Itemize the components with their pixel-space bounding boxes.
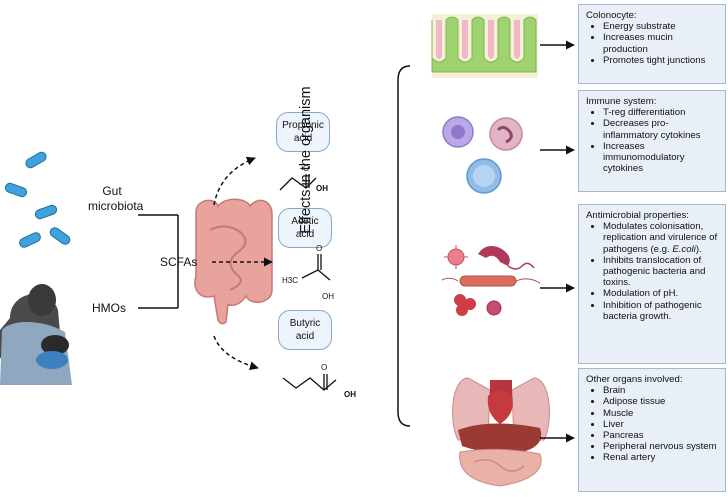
propionic-oh-label: OH — [316, 184, 328, 193]
effects-vertical-label: Effects in the organism — [298, 86, 314, 234]
list-item: Pancreas — [603, 430, 719, 441]
list-item: Increases mucin production — [603, 32, 719, 54]
propionic-structure — [279, 174, 317, 191]
list-item: Muscle — [603, 408, 719, 419]
list-item: Promotes tight junctions — [603, 55, 719, 66]
list-item: Energy substrate — [603, 21, 719, 32]
list-item: Inhibition of pathogenic bacteria growth… — [603, 300, 719, 322]
antimicrobial-title: Antimicrobial properties: — [586, 210, 689, 221]
list-item: Inhibits translocation of pathogenic bac… — [603, 255, 719, 289]
acetic-h3c-label: H3C — [282, 276, 299, 285]
immune-system-box: Immune system: T-reg differentiation Dec… — [578, 90, 726, 192]
hmos-label: HMOs — [92, 301, 126, 315]
list-item: Adipose tissue — [603, 396, 719, 407]
pathogens-icon — [441, 245, 541, 316]
colon-villi-icon — [431, 14, 538, 78]
list-item: Renal artery — [603, 452, 719, 463]
acetic-o-label: O — [316, 244, 323, 253]
effects-brace — [397, 65, 411, 427]
organs-icon — [452, 377, 550, 487]
list-item: Increases immunomodulatory cytokines — [603, 141, 719, 175]
effect-arrows — [540, 40, 575, 443]
bacteria-icon — [4, 151, 71, 248]
source-bracket — [138, 214, 179, 309]
mother-baby-icon — [0, 284, 72, 385]
butyric-structure — [282, 374, 337, 391]
butyric-oh-label: OH — [344, 390, 356, 399]
list-item: Modulates colonisation, replication and … — [603, 221, 719, 255]
list-item: Liver — [603, 419, 719, 430]
list-item: Brain — [603, 385, 719, 396]
list-item: Peripheral nervous system — [603, 441, 719, 452]
colonocyte-title: Colonocyte: — [586, 10, 637, 21]
scfas-label: SCFAs — [160, 255, 198, 269]
acetic-structure — [301, 254, 331, 281]
intestine-icon — [194, 198, 273, 325]
other-organs-box: Other organs involved: Brain Adipose tis… — [578, 368, 726, 492]
gut-microbiota-label: Gut microbiota — [88, 184, 144, 213]
scfa-arrows — [212, 156, 273, 371]
propionic-o-label: O — [303, 164, 310, 173]
acetic-oh-label: OH — [322, 292, 334, 301]
immune-cells-icon — [442, 116, 523, 194]
butyric-o-label: O — [321, 363, 328, 372]
colonocyte-box: Colonocyte: Energy substrate Increases m… — [578, 4, 726, 84]
other-organs-title: Other organs involved: — [586, 374, 683, 385]
list-item: T-reg differentiation — [603, 107, 719, 118]
antimicrobial-box: Antimicrobial properties: Modulates colo… — [578, 204, 726, 364]
immune-system-title: Immune system: — [586, 96, 657, 107]
list-item: Modulation of pH. — [603, 288, 719, 299]
list-item: Decreases pro-inflammatory cytokines — [603, 118, 719, 140]
